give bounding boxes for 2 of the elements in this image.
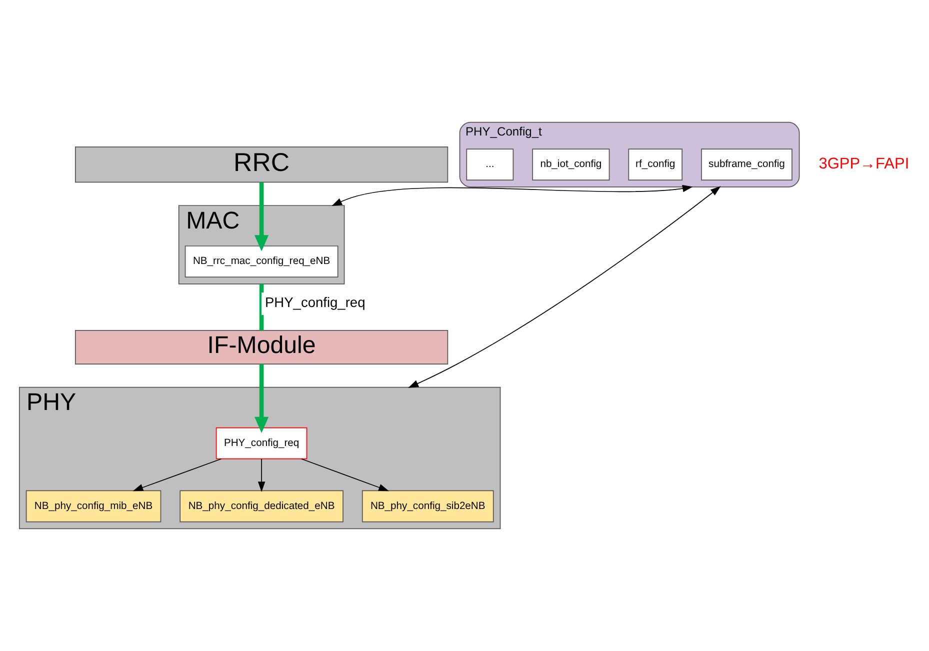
edge-label: PHY_config_req bbox=[265, 295, 366, 310]
label: 3GPP→FAPI bbox=[818, 155, 910, 172]
